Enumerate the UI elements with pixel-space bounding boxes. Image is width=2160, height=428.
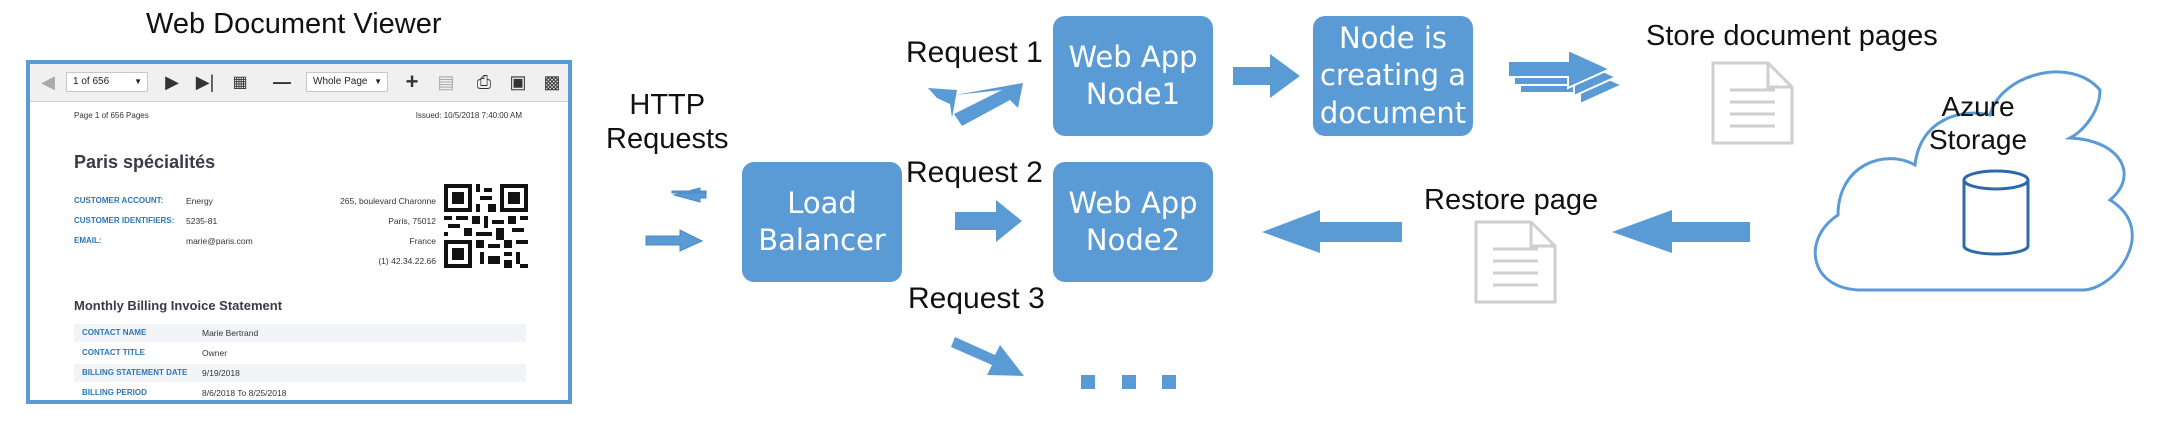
restored-document-icon (1474, 220, 1557, 304)
request3-arrow (951, 337, 1024, 376)
address-line: 265, boulevard Charonne (340, 196, 436, 206)
web-document-viewer: ◀ 1 of 656 ▼ ▶ ▶| ▦ — Whole Page ▼ + ▤ ⎙… (26, 60, 572, 404)
table-row-value: 8/6/2018 To 8/25/2018 (202, 388, 287, 398)
table-row-label: CONTACT NAME (82, 328, 147, 337)
multipage-icon[interactable]: ▦ (232, 74, 248, 91)
chevron-down-icon: ▼ (374, 77, 382, 86)
table-row-value: Marie Bertrand (202, 328, 259, 338)
qr-code-icon (444, 184, 528, 268)
ellipsis-more-nodes (1081, 375, 1176, 389)
restore-to-node2-arrow (1262, 210, 1402, 253)
table-row-label: CONTACT TITLE (82, 348, 145, 357)
zoom-select[interactable]: Whole Page ▼ (306, 72, 388, 92)
node1-to-creating-arrow (1233, 54, 1300, 98)
table-row-value: 9/19/2018 (202, 368, 240, 378)
chevron-down-icon: ▼ (134, 77, 142, 86)
stored-document-icon (1711, 61, 1794, 145)
viewer-toolbar: ◀ 1 of 656 ▼ ▶ ▶| ▦ — Whole Page ▼ + ▤ ⎙… (30, 64, 568, 102)
address-line: Paris, 75012 (388, 216, 436, 226)
database-icon (1962, 169, 2030, 256)
web-app-node2: Web App Node2 (1053, 162, 1213, 282)
azure-storage-label: Azure Storage (1929, 91, 2028, 156)
table-row-label: BILLING STATEMENT DATE (82, 368, 188, 377)
print-icon[interactable]: ⎙ (476, 71, 492, 92)
field-label: CUSTOMER ACCOUNT: (74, 196, 164, 205)
section-title: Monthly Billing Invoice Statement (74, 298, 283, 313)
export-icon[interactable]: ▩ (543, 71, 561, 92)
store-pages-label: Store document pages (1646, 20, 1938, 52)
table-row-value: Owner (202, 348, 228, 358)
request1-arrow-shaft (954, 83, 1023, 126)
http-arrow-right (645, 229, 704, 252)
document-page: Page 1 of 656 Pages Issued: 10/5/2018 7:… (30, 102, 568, 400)
next-page-icon[interactable]: ▶ (165, 71, 179, 92)
request1-arrow (928, 88, 957, 118)
field-label: EMAIL: (74, 236, 102, 245)
address-line: France (409, 236, 436, 246)
zoom-out-icon[interactable]: — (273, 71, 291, 92)
zoom-select-value: Whole Page (313, 76, 368, 87)
load-balancer-node: Load Balancer (742, 162, 902, 282)
table-row (74, 364, 526, 382)
issued-date: Issued: 10/5/2018 7:40:00 AM (415, 111, 522, 120)
prev-page-icon[interactable]: ◀ (41, 71, 55, 92)
field-value: Energy (186, 196, 213, 206)
storage-to-restore-arrow (1612, 210, 1750, 253)
store-pages-arrow (1507, 48, 1625, 106)
highlight-icon[interactable]: ▤ (437, 71, 455, 92)
creating-document-node: Node is creating a document (1313, 16, 1473, 136)
request3-label: Request 3 (908, 282, 1045, 315)
http-arrow-left (671, 187, 707, 203)
zoom-in-icon[interactable]: + (405, 69, 419, 94)
page-select-value: 1 of 656 (73, 76, 110, 87)
request1-label: Request 1 (906, 36, 1043, 69)
table-row-label: BILLING PERIOD (82, 388, 147, 397)
request2-arrow (955, 200, 1022, 242)
document-title: Paris spécialités (74, 152, 216, 172)
table-row (74, 324, 526, 342)
print-page-icon[interactable]: ▣ (509, 71, 527, 92)
web-app-node1: Web App Node1 (1053, 16, 1213, 136)
http-requests-label: HTTP Requests (606, 89, 729, 156)
address-line: (1) 42.34.22.66 (378, 256, 436, 266)
page-info: Page 1 of 656 Pages (74, 111, 149, 120)
viewer-title: Web Document Viewer (146, 8, 442, 40)
request2-label: Request 2 (906, 156, 1043, 189)
restore-page-label: Restore page (1424, 184, 1599, 216)
page-select[interactable]: 1 of 656 ▼ (66, 72, 148, 92)
last-page-icon[interactable]: ▶| (195, 71, 215, 92)
field-value: marie@paris.com (186, 236, 253, 246)
field-value: 5235-81 (186, 216, 218, 226)
field-label: CUSTOMER IDENTIFIERS: (74, 216, 175, 225)
